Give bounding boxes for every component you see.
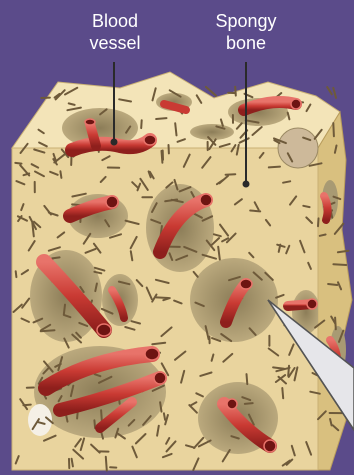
osteocyte-dash (235, 87, 236, 96)
osteocyte-dash (333, 88, 336, 98)
osteocyte-dash (320, 235, 326, 236)
osteocyte-dash (273, 367, 284, 368)
osteocyte-dash (156, 118, 166, 119)
osteocyte-dash (64, 305, 65, 315)
osteocyte-dash (52, 257, 60, 258)
blood-vessel (324, 196, 328, 220)
osteocyte-dash (303, 206, 309, 207)
osteocyte-dash (60, 171, 61, 178)
osteocyte-dash (245, 403, 253, 404)
osteocyte-dash (247, 374, 248, 384)
osteocyte-dash (269, 167, 280, 168)
osteocyte-dash (141, 120, 142, 128)
osteocyte-dash (333, 264, 346, 265)
osteocyte-dash (175, 123, 176, 135)
osteocyte-dash (15, 163, 21, 164)
osteocyte-dash (106, 457, 107, 471)
osteocyte-dash (156, 297, 168, 298)
osteocyte-dash (72, 459, 73, 467)
osteocyte-dash (282, 388, 283, 398)
osteocyte-dash (162, 151, 163, 163)
osteocyte-dash (16, 271, 17, 277)
osteocyte-dash (335, 318, 336, 330)
osteocyte-dash (283, 181, 290, 182)
osteocyte-dash (328, 284, 337, 285)
osteocyte-dash (333, 123, 334, 136)
osteocyte-dash (226, 174, 236, 175)
osteocyte-dash (327, 87, 332, 94)
osteocyte-dash (160, 402, 161, 411)
osteocyte-dash (94, 420, 95, 428)
osteocyte-dash (164, 413, 165, 420)
osteocyte-dash (318, 218, 319, 226)
